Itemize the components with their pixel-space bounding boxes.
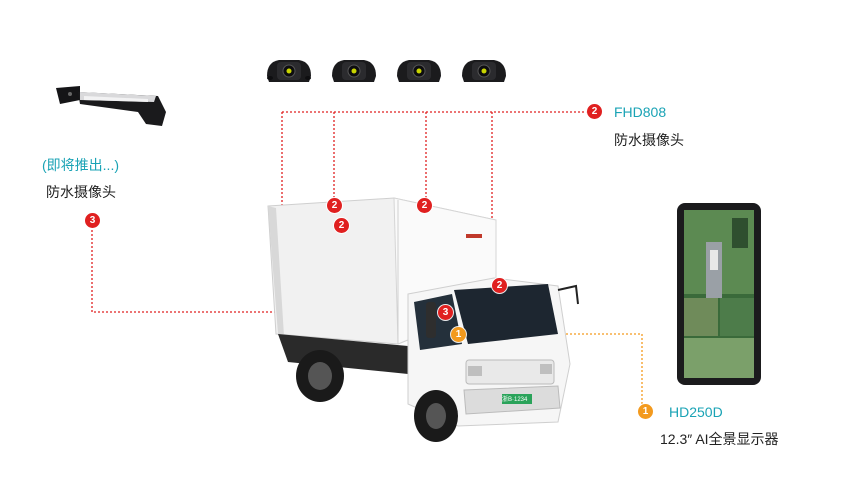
- dome-camera-icon: [393, 52, 445, 90]
- hd250d-desc: 12.3″ AI全景显示器: [660, 431, 779, 447]
- badge-front-camera: 2: [492, 278, 507, 293]
- truck-image: [258, 194, 588, 446]
- coming-product-desc: 防水摄像头: [46, 184, 116, 200]
- dome-camera-icon: [458, 52, 510, 90]
- fhd808-desc: 防水摄像头: [614, 132, 684, 148]
- badge-side-top-camera: 2: [334, 218, 349, 233]
- monitor-image: [676, 202, 762, 386]
- coming-soon-note: (即将推出...): [42, 157, 119, 173]
- dome-camera-icon: [328, 52, 380, 90]
- badge-mirror-camera: 3: [438, 305, 453, 320]
- license-plate: 浙B·1234: [502, 397, 528, 403]
- hd250d-model: HD250D: [669, 404, 723, 420]
- badge-roof-front-camera: 2: [327, 198, 342, 213]
- dome-camera-icon: [263, 52, 315, 90]
- badge-side-camera: 3: [85, 213, 100, 228]
- badge-fhd808: 2: [587, 104, 602, 119]
- bar-camera-icon: [50, 82, 170, 132]
- fhd808-model: FHD808: [614, 104, 667, 120]
- badge-roof-rear-camera: 2: [417, 198, 432, 213]
- badge-display-location: 1: [451, 327, 466, 342]
- badge-hd250d: 1: [638, 404, 653, 419]
